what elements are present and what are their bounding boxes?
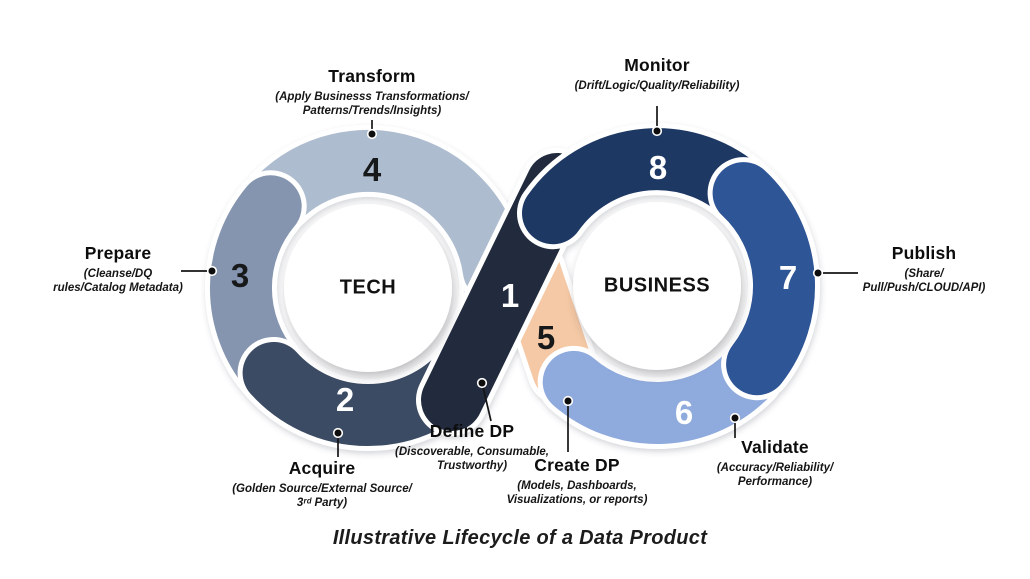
connector-line-define-dp: [482, 386, 492, 422]
step-number-7: 7: [779, 259, 797, 296]
step-number-1: 1: [501, 277, 519, 314]
transform-title: Transform: [328, 66, 416, 86]
transform-detail-2: Patterns/Trends/Insights): [302, 105, 442, 117]
segment-7-publish: [712, 162, 815, 396]
prepare-detail-1: (Cleanse/DQ: [83, 268, 153, 280]
label-define-dp: Define DP (Discoverable, Consumable, Tru…: [395, 421, 549, 473]
create-dp-detail-1: (Models, Dashboards,: [517, 480, 637, 492]
transform-detail-1: (Apply Businesss Transformations/: [275, 91, 469, 103]
step-number-4: 4: [363, 151, 382, 188]
step-number-3: 3: [231, 257, 249, 294]
monitor-detail-1: (Drift/Logic/Quality/Reliability): [574, 80, 740, 92]
define-dp-detail-1: (Discoverable, Consumable,: [394, 446, 550, 458]
define-dp-title: Define DP: [429, 421, 515, 441]
step-number-6: 6: [675, 394, 693, 431]
label-transform: Transform (Apply Businesss Transformatio…: [275, 66, 468, 118]
step-number-5: 5: [537, 319, 555, 356]
label-prepare: Prepare (Cleanse/DQ rules/Catalog Metada…: [53, 243, 183, 295]
acquire-detail-2: 3ʳᵈ Party): [296, 497, 348, 509]
tech-label: TECH: [339, 276, 397, 299]
validate-title: Validate: [741, 437, 809, 457]
label-monitor: Monitor (Drift/Logic/Quality/Reliability…: [575, 55, 740, 93]
label-publish: Publish (Share/ Pull/Push/CLOUD/API): [863, 243, 986, 295]
create-dp-detail-2: Visualizations, or reports): [506, 494, 648, 506]
label-validate: Validate (Accuracy/Reliability/ Performa…: [717, 437, 833, 489]
connector-dot-transform: [366, 128, 378, 140]
validate-detail-1: (Accuracy/Reliability/: [716, 462, 834, 474]
publish-title: Publish: [891, 243, 957, 263]
publish-detail-1: (Share/: [904, 268, 944, 280]
segment-4-transform: [247, 130, 525, 302]
diagram-caption: Illustrative Lifecycle of a Data Product: [332, 527, 708, 549]
acquire-detail-1: (Golden Source/External Source/: [232, 483, 412, 495]
connector-dot-create-dp: [562, 395, 574, 407]
business-label: BUSINESS: [603, 274, 711, 297]
prepare-detail-2: rules/Catalog Metadata): [53, 282, 183, 294]
prepare-title: Prepare: [84, 243, 152, 263]
label-create-dp: Create DP (Models, Dashboards, Visualiza…: [507, 455, 648, 507]
label-acquire: Acquire (Golden Source/External Source/ …: [232, 458, 412, 510]
connector-dot-prepare: [206, 265, 218, 277]
connector-dot-acquire: [332, 427, 344, 439]
define-dp-detail-2: Trustworthy): [436, 460, 508, 472]
publish-detail-2: Pull/Push/CLOUD/API): [862, 282, 986, 294]
segment-6-validate: [542, 343, 780, 444]
step-number-8: 8: [649, 149, 667, 186]
monitor-title: Monitor: [624, 55, 690, 75]
connector-dot-define-dp: [476, 377, 488, 389]
acquire-title: Acquire: [288, 458, 356, 478]
business-core-circle: [573, 202, 741, 370]
tech-core-circle: [284, 204, 452, 372]
connector-dot-validate: [729, 412, 741, 424]
validate-detail-2: Performance): [737, 476, 813, 488]
connector-dot-monitor: [651, 125, 663, 137]
create-dp-title: Create DP: [534, 455, 620, 475]
step-number-2: 2: [336, 381, 354, 418]
connector-dot-publish: [812, 267, 824, 279]
